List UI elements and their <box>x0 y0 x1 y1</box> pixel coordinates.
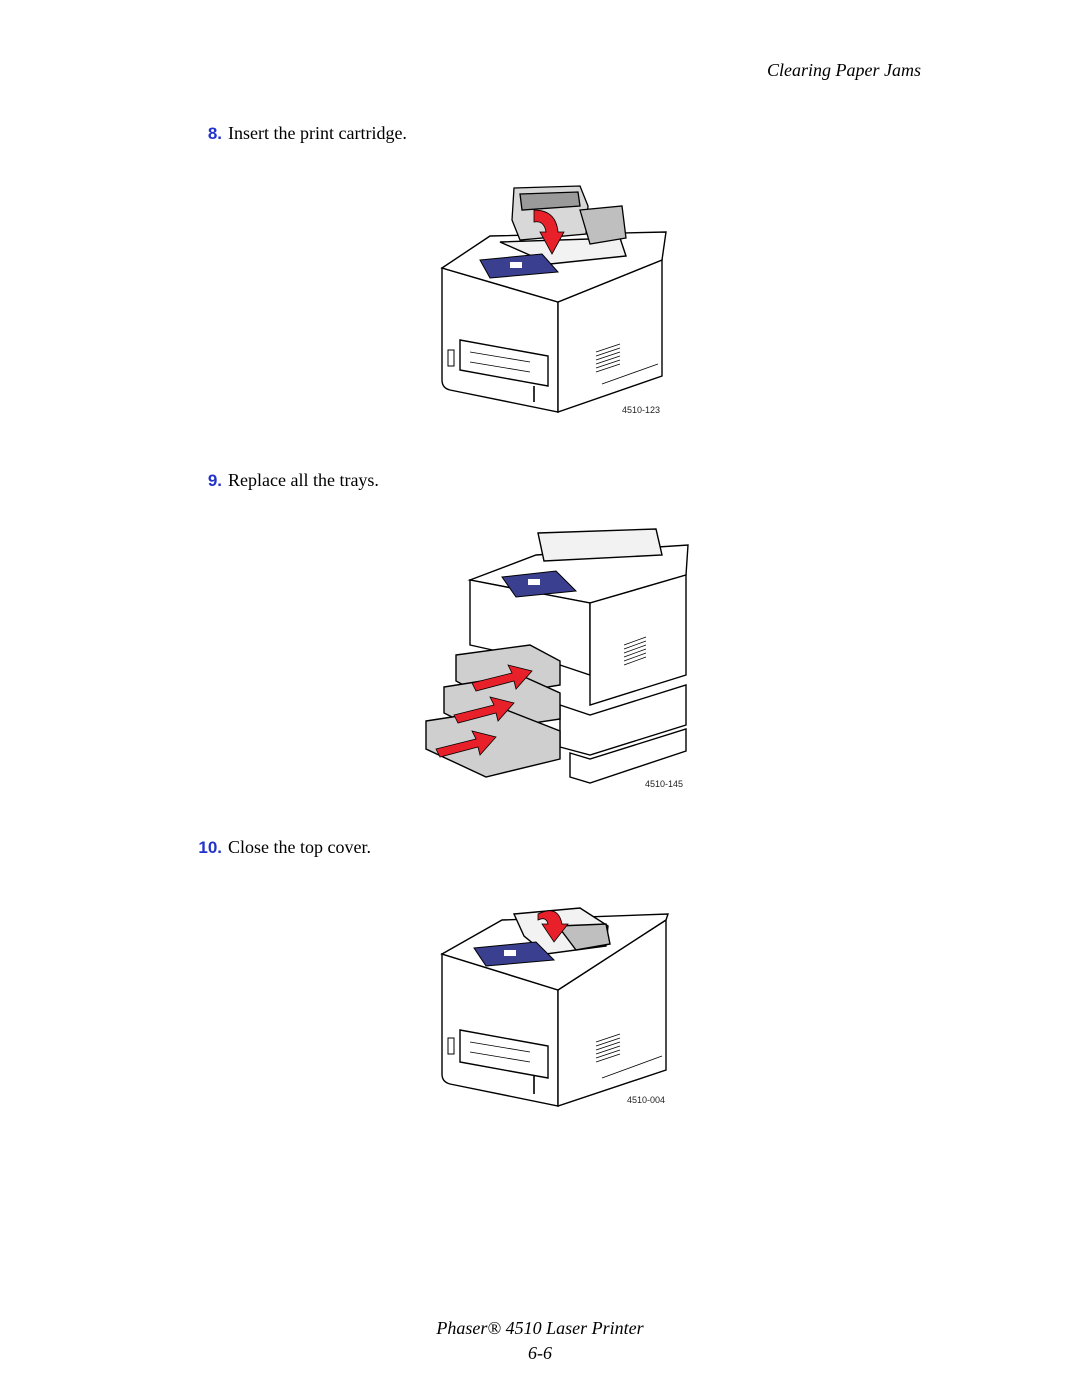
step-10: 10. Close the top cover. <box>188 837 371 858</box>
figure-id: 4510-123 <box>622 405 661 415</box>
printer-close-top-cover-illustration <box>440 907 669 1107</box>
step-number: 10. <box>198 838 222 857</box>
step-number: 9. <box>207 471 222 490</box>
printer-insert-cartridge-illustration <box>440 185 667 413</box>
step-number: 8. <box>207 124 222 143</box>
figure-id: 4510-145 <box>645 779 684 789</box>
step-text: Replace all the trays. <box>228 470 379 490</box>
section-title: Clearing Paper Jams <box>767 60 921 80</box>
step-text: Close the top cover. <box>228 837 371 857</box>
step-9: 9. Replace all the trays. <box>188 470 379 491</box>
printer-replace-trays-illustration <box>425 528 689 784</box>
footer-product: Phaser® 4510 Laser Printer <box>436 1318 644 1338</box>
step-8: 8. Insert the print cartridge. <box>188 123 407 144</box>
step-text: Insert the print cartridge. <box>228 123 407 143</box>
footer-page-number: 6-6 <box>528 1343 552 1363</box>
figure-id: 4510-004 <box>627 1095 666 1105</box>
